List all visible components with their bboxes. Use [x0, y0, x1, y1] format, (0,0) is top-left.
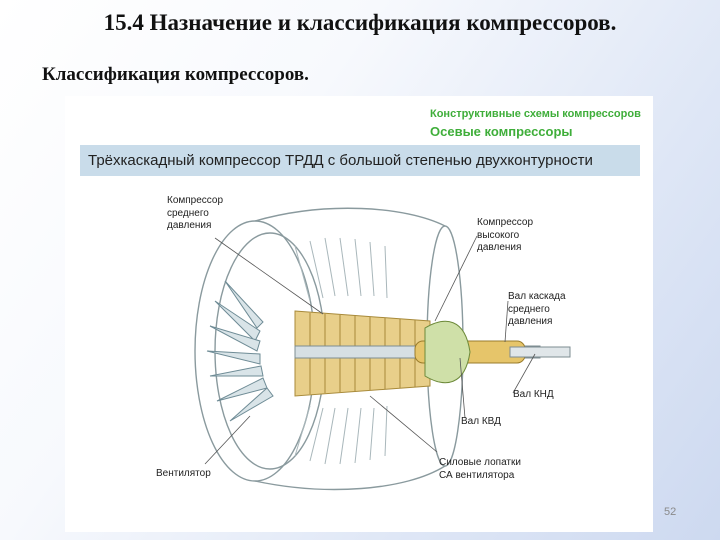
slide-title: 15.4 Назначение и классификация компресс…: [103, 10, 617, 35]
callout-fan-stator-vanes: Силовые лопатки СА вентилятора: [439, 457, 521, 481]
callout-mid-spool-shaft: Вал каскада среднего давления: [508, 291, 566, 327]
slide-subtitle: Классификация компрессоров.: [42, 64, 309, 85]
callout-high-pressure-compressor: Компрессор высокого давления: [477, 217, 534, 253]
compressor-figure: Конструктивные схемы компрессоров Осевые…: [65, 96, 653, 532]
callout-fan: Вентилятор: [156, 468, 211, 479]
callout-hp-shaft: Вал КВД: [461, 416, 501, 427]
turbofan-cutaway-illustration: [194, 207, 571, 491]
figure-heading-axial: Осевые компрессоры: [430, 124, 573, 139]
figure-banner: Трёхкаскадный компрессор ТРДД с большой …: [80, 145, 640, 176]
slide-number: 52: [664, 506, 677, 518]
figure-heading-schemes: Конструктивные схемы компрессоров: [430, 108, 641, 120]
callout-mid-pressure-compressor: Компрессор среднего давления: [167, 195, 224, 231]
callout-lp-shaft: Вал КНД: [513, 389, 554, 400]
